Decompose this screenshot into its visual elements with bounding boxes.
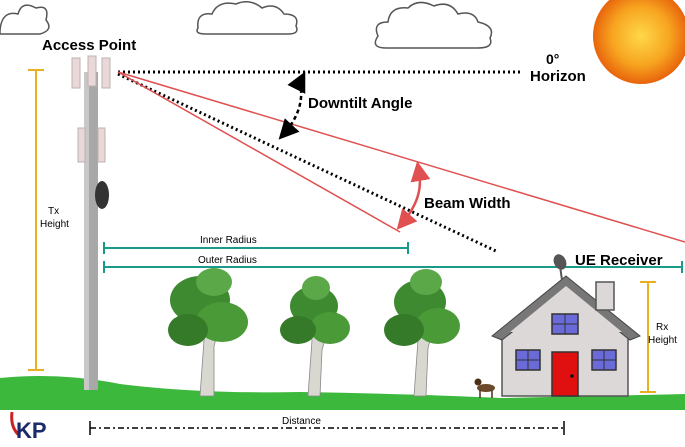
ue-dish (553, 254, 567, 281)
logo-text: KP (16, 418, 47, 443)
distance-label: Distance (282, 416, 321, 427)
tree-3 (384, 269, 460, 397)
downtilt-arrow (278, 81, 303, 140)
cloud-middle (196, 1, 298, 35)
cloud-right (374, 1, 493, 49)
rx-height-label-2: Height (648, 335, 677, 346)
tree-1 (168, 268, 248, 397)
tower (71, 55, 111, 390)
rx-height-marker (640, 281, 656, 393)
inner-radius-marker (103, 242, 409, 254)
beam-upper-edge (117, 71, 685, 243)
rx-height-label-1: Rx (656, 322, 668, 333)
beam-width-arrow (396, 169, 422, 230)
distance-marker (89, 421, 565, 435)
tx-height-label-1: Tx (48, 206, 59, 217)
horizon-degree-label: 0° (546, 51, 559, 67)
access-point-label: Access Point (42, 37, 136, 54)
outer-radius-label: Outer Radius (198, 255, 257, 266)
ue-receiver-label: UE Receiver (575, 252, 663, 269)
beam-width-arrow-top (410, 161, 431, 183)
downtilt-label: Downtilt Angle (308, 95, 412, 112)
sun (593, 0, 685, 84)
house (491, 275, 641, 397)
horizon-label: Horizon (530, 68, 586, 85)
tx-height-marker (28, 69, 44, 371)
kp-logo: KP (10, 411, 47, 443)
downtilt-arrow-top (287, 71, 306, 94)
beam-width-label: Beam Width (424, 195, 511, 212)
beam-lower-edge (117, 71, 401, 233)
dog (474, 378, 495, 398)
tx-height-label-2: Height (40, 219, 69, 230)
ground (0, 376, 685, 410)
cloud-left (0, 4, 50, 35)
tree-2 (280, 276, 350, 397)
outer-radius-marker (103, 261, 683, 273)
inner-radius-label: Inner Radius (200, 235, 257, 246)
